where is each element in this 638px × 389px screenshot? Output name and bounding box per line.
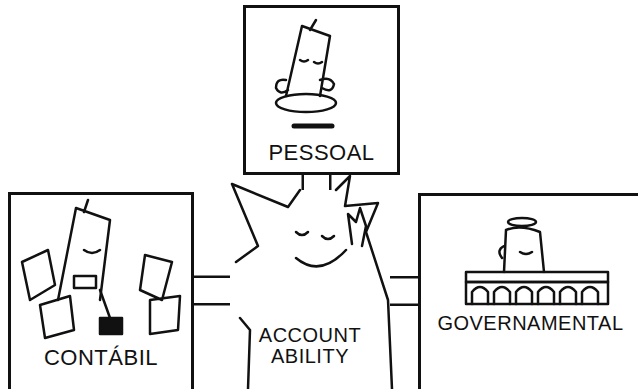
arm: [100, 290, 110, 318]
character-smile: [296, 250, 346, 266]
yoga-figure: [276, 20, 334, 96]
category-box: CONTÁBIL: [8, 192, 194, 389]
colonnade-top: [466, 272, 608, 282]
eyes-closed: [300, 60, 322, 64]
central-node: ACCOUNT ABILITY: [230, 190, 390, 389]
shadow: [294, 124, 332, 129]
halo: [508, 218, 536, 226]
box-label: CONTÁBIL: [44, 346, 158, 369]
character-eye: [322, 236, 334, 239]
crossed-legs: [276, 94, 336, 112]
paper-pile: [22, 250, 180, 338]
accountant-figure: [58, 200, 110, 300]
arm-connector-group: [390, 291, 418, 292]
arm-connector-group: [194, 290, 230, 291]
colonnade: [466, 282, 608, 304]
arm-connector: [390, 276, 418, 306]
category-box: GOVERNAMENTAL: [418, 193, 638, 389]
arm-connector: [194, 276, 230, 306]
box-label: PESSOAL: [268, 141, 374, 164]
character-body: [232, 176, 392, 389]
arches: [472, 287, 598, 304]
arm-fill: [194, 278, 230, 303]
central-label: ACCOUNT ABILITY: [250, 325, 370, 367]
character-hand: [348, 208, 366, 246]
box-label: GOVERNAMENTAL: [437, 313, 623, 334]
category-box: PESSOAL: [243, 5, 400, 175]
character-eye: [296, 232, 308, 235]
arm-fill: [304, 175, 329, 190]
arm-connector: [302, 175, 332, 190]
briefcase: [100, 318, 122, 334]
government-figure: [499, 227, 544, 272]
arm-fill: [390, 279, 418, 304]
binoculars: [74, 276, 96, 288]
arm-connector-group: [316, 175, 317, 190]
